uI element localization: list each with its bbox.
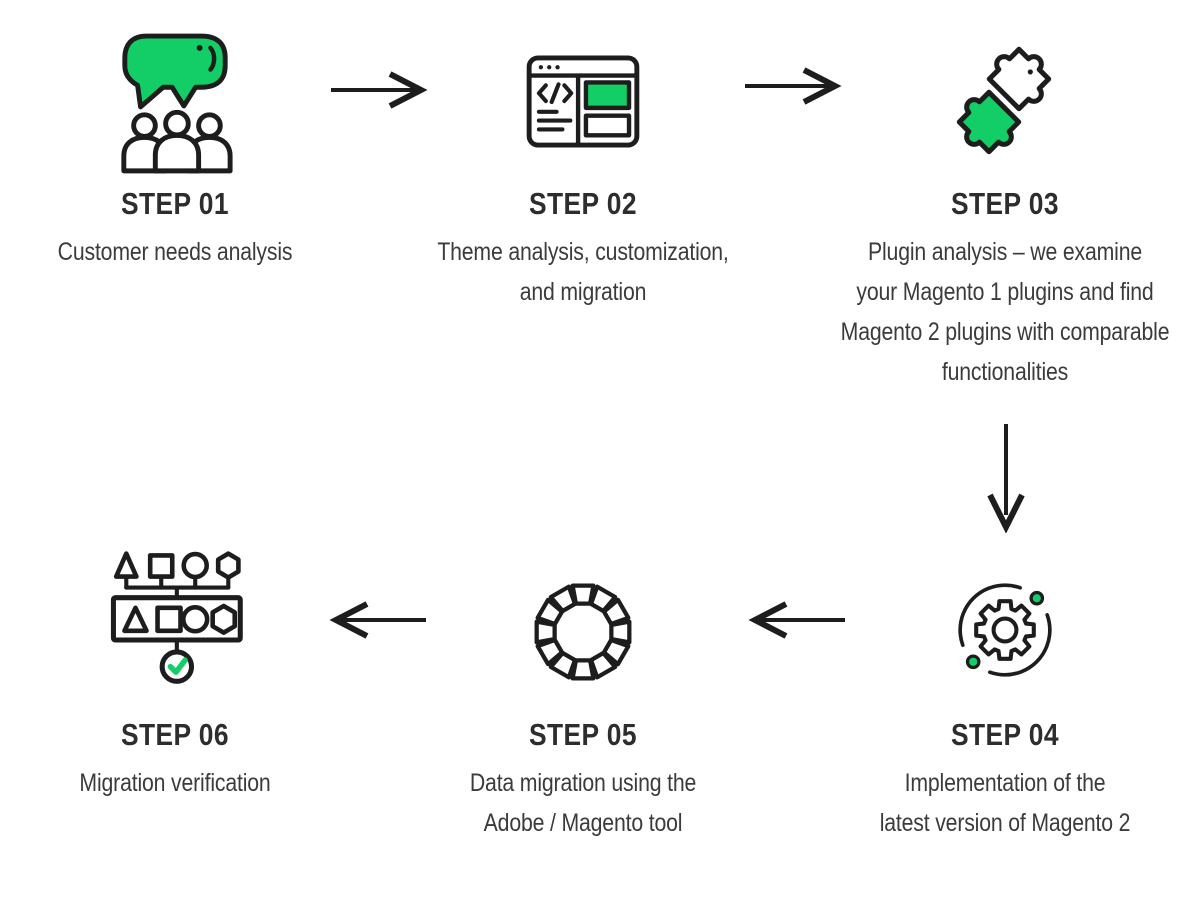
step-description: Implementation of the latest version of … [805,763,1200,843]
loading-spinner-icon [534,583,632,680]
gear-orbit-icon [805,540,1200,705]
arrow-left-icon [748,601,845,639]
step-description: Migration verification [0,763,375,803]
puzzle-plugins-icon [805,22,1200,182]
step-04: STEP 04 Implementation of the latest ver… [805,540,1200,843]
step-02: STEP 02 Theme analysis, customization, a… [383,22,783,312]
arrow-right-icon [745,67,842,105]
step-01: STEP 01 Customer needs analysis [0,22,375,272]
step-title: STEP 03 [951,186,1059,221]
step-description-line: Implementation of the [904,769,1106,797]
step-description: Plugin analysis – we examine your Magent… [805,232,1200,392]
step-description-line: and migration [519,278,647,306]
puzzle-plugins-icon [956,46,1052,155]
step-description-line: Theme analysis, customization, [437,238,729,266]
step-title: STEP 04 [951,717,1059,752]
flowchart-check-icon [0,540,375,705]
arrow-right-icon [331,71,428,109]
customer-chat-people-icon [0,22,375,182]
step-description: Customer needs analysis [0,232,375,272]
step-05: STEP 05 Data migration using the Adobe /… [383,540,783,843]
step-description-line: Migration verification [79,769,271,797]
step-title: STEP 05 [529,717,637,752]
step-title: STEP 06 [121,717,229,752]
step-description-line: Customer needs analysis [57,238,293,266]
customer-chat-people-icon [121,33,233,174]
step-title: STEP 02 [529,186,637,221]
loading-spinner-icon [383,540,783,705]
step-description-line: functionalities [941,358,1069,386]
step-03: STEP 03 Plugin analysis – we examine you… [805,22,1200,392]
browser-code-theme-icon [383,22,783,182]
step-title: STEP 01 [121,186,229,221]
step-description-line: Adobe / Magento tool [483,809,683,837]
browser-code-theme-icon [526,55,640,148]
step-06: STEP 06 Migration verification [0,540,375,803]
step-description: Theme analysis, customization, and migra… [383,232,783,312]
arrow-left-icon [329,601,426,639]
step-description-line: your Magento 1 plugins and find [856,278,1154,306]
step-description-line: Data migration using the [469,769,697,797]
step-description-line: Plugin analysis – we examine [867,238,1142,266]
flowchart-check-icon [110,550,243,684]
gear-orbit-icon [958,582,1052,677]
step-description-line: Magento 2 plugins with comparable [840,318,1170,346]
step-description-line: latest version of Magento 2 [879,809,1131,837]
arrow-down-icon [987,424,1025,533]
step-description: Data migration using the Adobe / Magento… [383,763,783,843]
